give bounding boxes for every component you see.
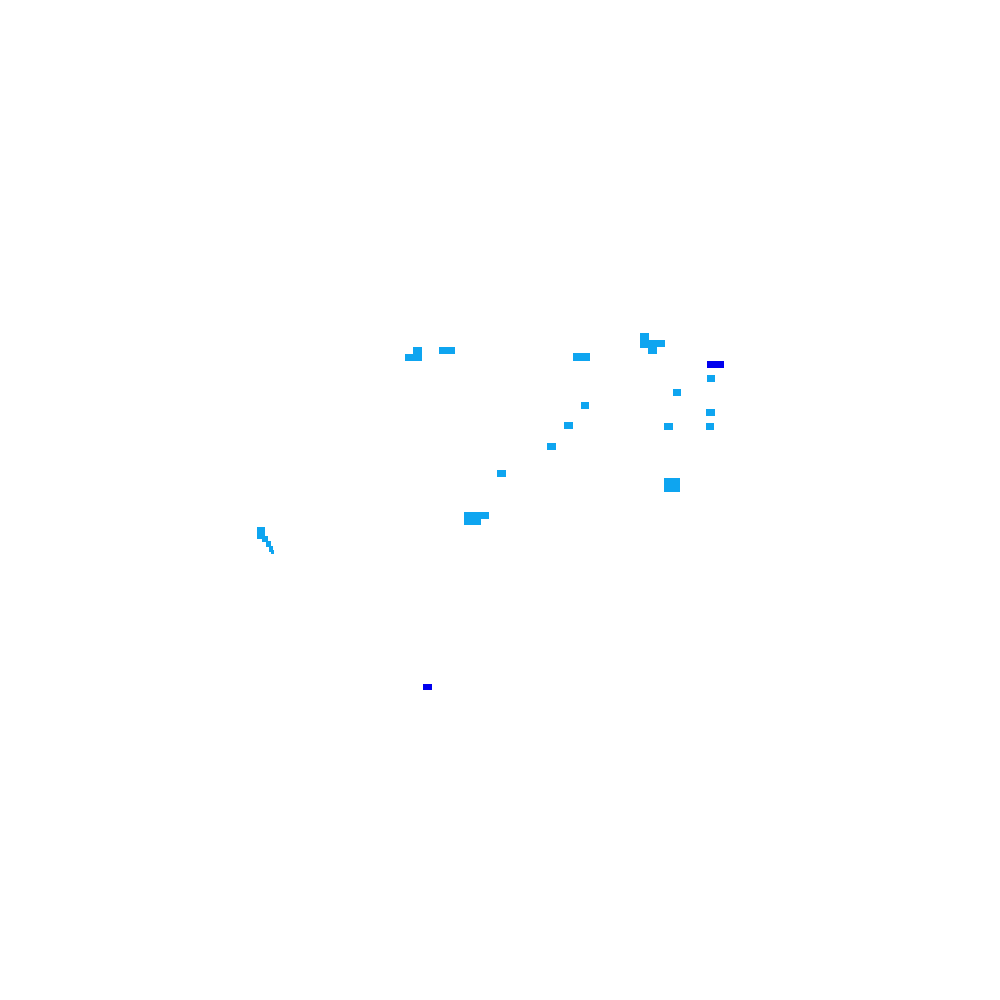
map-patch (547, 443, 556, 450)
map-patch (266, 541, 271, 547)
map-patch (271, 550, 274, 554)
map-patch (673, 389, 681, 396)
map-patch (262, 536, 268, 542)
map-patch (423, 684, 432, 690)
map-patch (573, 353, 590, 361)
map-patch (581, 402, 589, 409)
map-patch (405, 354, 415, 361)
map-patch (648, 346, 657, 354)
map-patch (257, 527, 265, 539)
map-patch (647, 340, 665, 347)
map-patch (706, 423, 714, 430)
map-patch (439, 347, 455, 354)
map-patch (413, 347, 422, 361)
map-patch (664, 478, 680, 492)
map-patch (664, 423, 673, 430)
map-patch (564, 422, 573, 429)
map-patch (497, 470, 506, 477)
map-patch (707, 361, 724, 368)
map-patch (640, 333, 649, 348)
map-patch (706, 409, 715, 416)
map-patch (707, 375, 715, 382)
map-patch (464, 518, 481, 525)
map-patch (464, 512, 489, 519)
map-patch (269, 546, 273, 552)
